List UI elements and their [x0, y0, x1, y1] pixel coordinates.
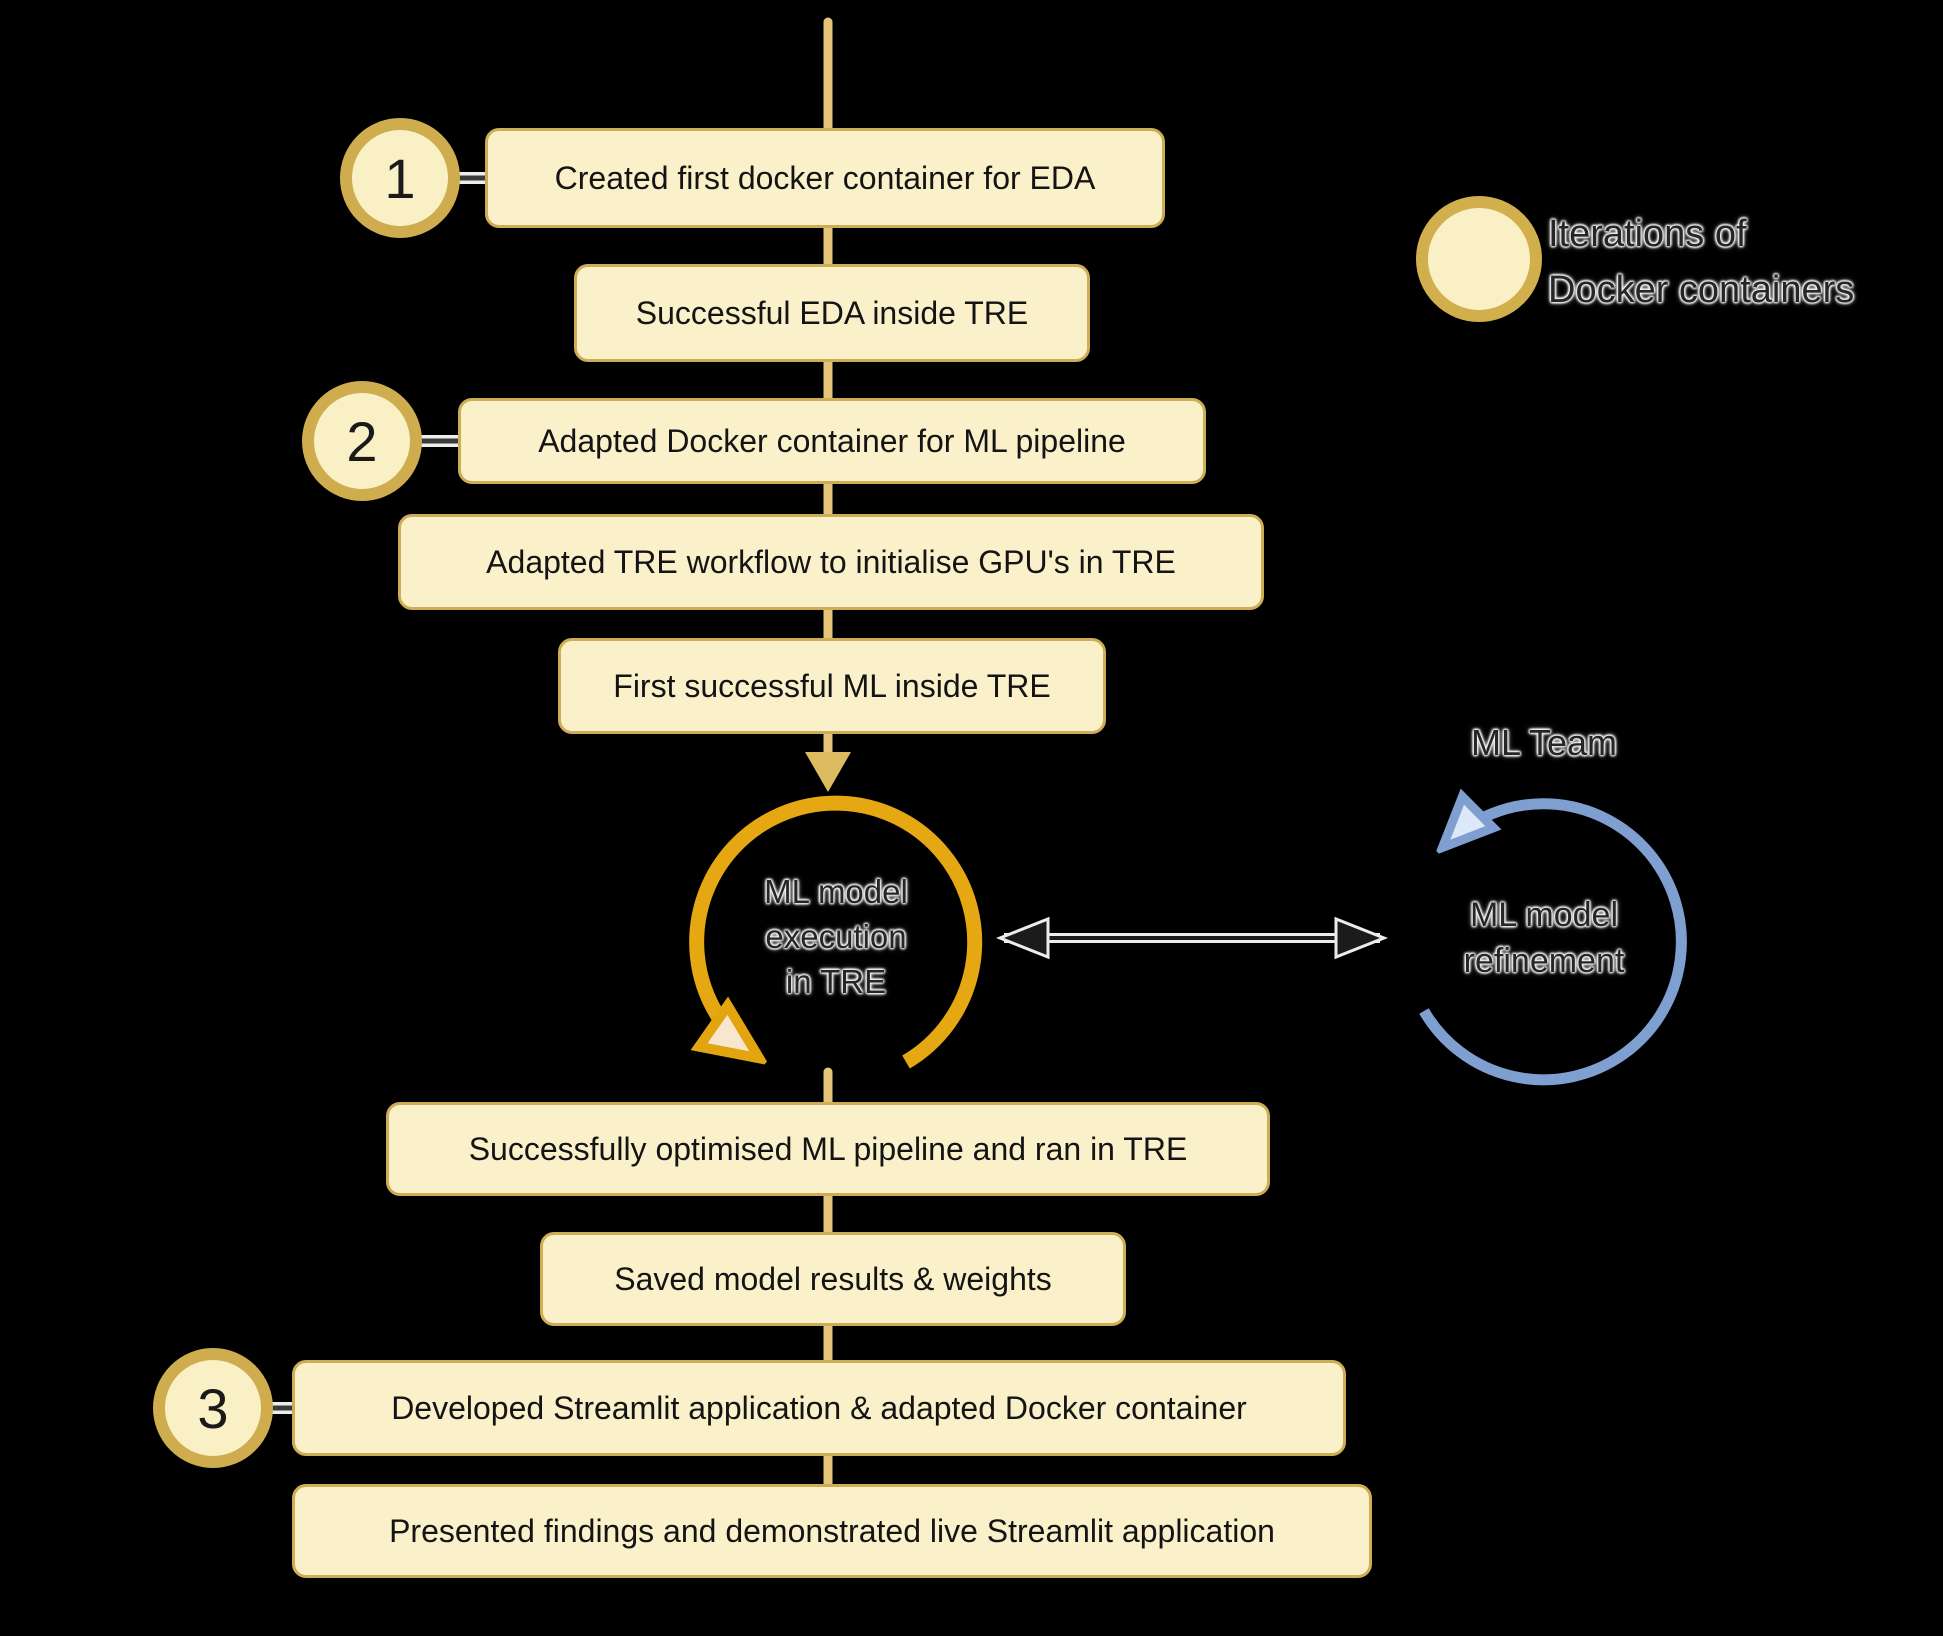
flow-step-box-7: Saved model results & weights: [540, 1232, 1126, 1326]
milestone-number: 3: [197, 1376, 229, 1440]
legend-label-line2: Docker containers: [1548, 269, 1855, 311]
execution-loop-line1: ML model: [764, 873, 908, 910]
legend-circle-icon: [1416, 196, 1542, 322]
milestone-circle-1: 1: [340, 118, 460, 238]
flow-step-box-4: Adapted TRE workflow to initialise GPU's…: [398, 514, 1264, 610]
exchange-arrow-icon: [995, 916, 1389, 960]
refinement-loop-line1: ML model: [1469, 896, 1619, 934]
step-label: Adapted TRE workflow to initialise GPU's…: [486, 543, 1176, 580]
step-label: Saved model results & weights: [614, 1260, 1052, 1297]
legend-label: Iterations of Docker containers: [1548, 206, 1854, 318]
step-label: Successfully optimised ML pipeline and r…: [468, 1130, 1188, 1167]
refinement-loop-arrow-icon: [1419, 804, 1687, 1086]
milestone-circle-3: 3: [153, 1348, 273, 1468]
down-arrowhead-icon: [805, 752, 851, 792]
step-label: Created first docker container for EDA: [554, 159, 1096, 196]
flow-step-box-5: First successful ML inside TRE: [558, 638, 1106, 734]
refinement-loop-line2: refinement: [1463, 942, 1625, 980]
step-label: Adapted Docker container for ML pipeline: [538, 422, 1126, 459]
execution-loop-arrow-icon: [689, 795, 983, 1069]
execution-loop-line3: in TRE: [785, 963, 887, 1000]
flow-step-box-3: Adapted Docker container for ML pipeline: [458, 398, 1206, 484]
step-label: Presented findings and demonstrated live…: [389, 1512, 1275, 1549]
flow-step-box-1: Created first docker container for EDA: [485, 128, 1165, 228]
ml-team-label: ML Team: [1404, 722, 1684, 764]
milestone-number: 1: [384, 146, 416, 210]
execution-loop-label: ML model execution in TRE: [716, 869, 956, 1004]
ml-team-label-text: ML Team: [1470, 722, 1618, 763]
step-label: Developed Streamlit application & adapte…: [391, 1389, 1247, 1426]
step-label: First successful ML inside TRE: [613, 667, 1051, 704]
flow-step-box-8: Developed Streamlit application & adapte…: [292, 1360, 1346, 1456]
flow-step-box-2: Successful EDA inside TRE: [574, 264, 1090, 362]
milestone-circle-2: 2: [302, 381, 422, 501]
step-label: Successful EDA inside TRE: [635, 294, 1029, 331]
legend-label-line1: Iterations of: [1548, 213, 1747, 255]
execution-loop-line2: execution: [765, 918, 907, 955]
refinement-loop-label: ML model refinement: [1414, 892, 1674, 984]
flow-step-box-9: Presented findings and demonstrated live…: [292, 1484, 1372, 1578]
milestone-number: 2: [346, 409, 378, 473]
flow-step-box-6: Successfully optimised ML pipeline and r…: [386, 1102, 1270, 1196]
